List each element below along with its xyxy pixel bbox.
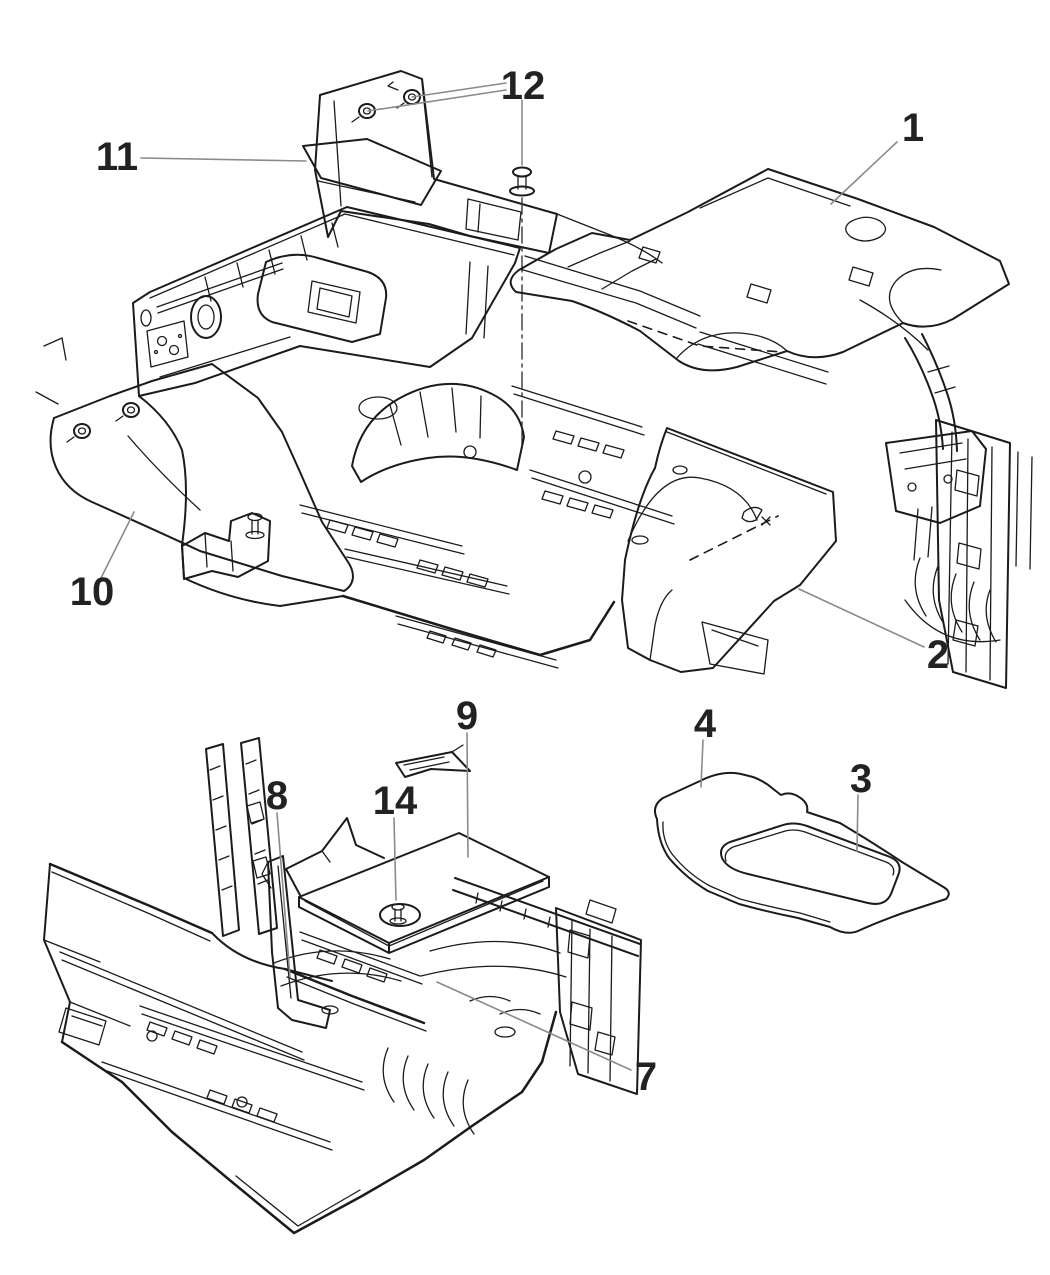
callout-3-leader-line	[856, 794, 859, 852]
callout-9-leader-line	[466, 732, 469, 858]
callout-3: 3	[850, 757, 872, 852]
callout-3-number: 3	[850, 757, 872, 801]
callout-11: 11	[96, 135, 307, 179]
cowl-silencer-pad-part11	[302, 138, 442, 206]
cargo-mat-part4	[654, 771, 950, 934]
callout-1-number: 1	[902, 106, 924, 150]
screw-fastener-part14	[379, 903, 421, 927]
callout-8: 8	[266, 774, 291, 978]
callout-8-leader-line	[276, 812, 291, 978]
load-floor-panel-part9	[285, 817, 550, 954]
callout-10: 10	[70, 511, 135, 614]
quarter-trim-part2	[621, 427, 837, 673]
callout-1-leader-line	[830, 141, 898, 205]
tailgate-panel-lower	[452, 877, 642, 1095]
callout-4-leader-line	[700, 739, 704, 788]
callout-9: 9	[456, 694, 478, 858]
callout-12-leader-line	[367, 89, 507, 112]
callout-7: 7	[436, 981, 657, 1099]
callout-14-leader-line	[393, 817, 397, 901]
mount-bracket	[395, 744, 471, 778]
front-floor-pan	[138, 213, 929, 675]
callout-12: 12	[367, 64, 546, 166]
mat-insert-part3	[720, 822, 901, 905]
rear-floor-pan	[43, 862, 567, 1235]
callout-14: 14	[373, 779, 418, 901]
callout-10-leader-line	[100, 511, 135, 579]
push-pin-fastener-part12	[509, 166, 535, 447]
callout-14-number: 14	[373, 779, 418, 823]
callout-4-number: 4	[694, 702, 717, 746]
b-pillar	[205, 737, 333, 982]
lower-assembly-drawing	[43, 737, 950, 1235]
dash-panel	[35, 206, 521, 405]
callout-4: 4	[694, 702, 717, 788]
callout-9-number: 9	[456, 694, 478, 738]
upper-assembly-drawing	[35, 70, 1033, 689]
callout-7-number: 7	[635, 1055, 657, 1099]
grommet-fastener-left	[351, 103, 376, 123]
callout-11-number: 11	[96, 135, 138, 179]
dash-insulator-part10	[49, 363, 354, 592]
callout-8-number: 8	[266, 774, 288, 818]
callout-11-leader-line	[140, 157, 307, 162]
callout-1: 1	[830, 106, 924, 205]
callout-2: 2	[798, 588, 949, 677]
tailgate-panel-upper	[935, 419, 1033, 689]
callout-2-number: 2	[927, 633, 949, 677]
callout-7-leader-line	[436, 981, 632, 1071]
wheelhouse-ribs	[904, 557, 1001, 643]
callout-2-leader-line	[798, 588, 925, 648]
callout-10-number: 10	[70, 570, 115, 614]
callout-12-number: 12	[501, 64, 546, 108]
front-floor-carpet-part1	[509, 168, 1010, 372]
callout-12-leader-line	[411, 82, 507, 98]
side-trim-panel-part8	[261, 855, 331, 1029]
